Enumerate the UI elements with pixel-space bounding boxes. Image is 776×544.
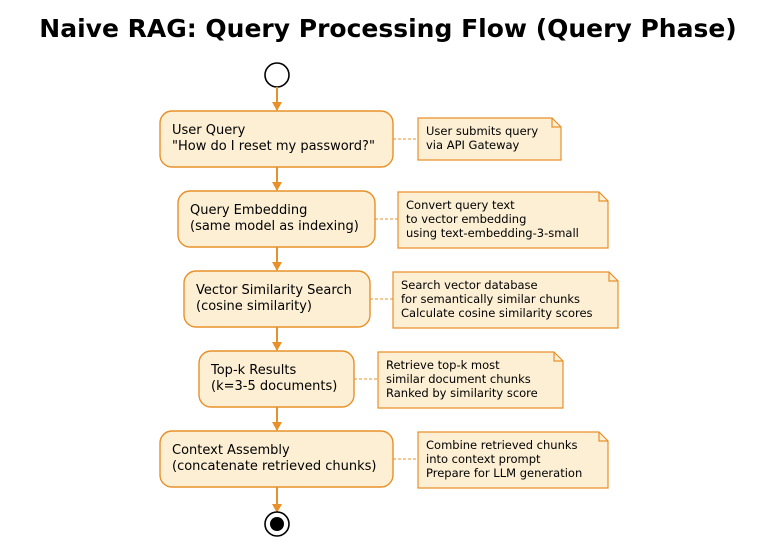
note-text-vector-similarity-search: Calculate cosine similarity scores xyxy=(401,306,593,320)
note-fold-vector-similarity-search xyxy=(608,272,618,282)
activity-label-user-query: "How do I reset my password?" xyxy=(172,139,375,154)
start-node xyxy=(264,62,290,88)
flow-arrow-head xyxy=(272,422,282,431)
note-text-query-embedding: using text-embedding-3-small xyxy=(406,226,579,240)
note-fold-top-k-results xyxy=(553,352,563,362)
note-fold-user-query xyxy=(551,118,561,128)
note-query-embedding xyxy=(397,191,609,249)
note-text-query-embedding: Convert query text xyxy=(406,198,515,212)
note-text-top-k-results: Ranked by similarity score xyxy=(386,386,538,400)
activity-label-context-assembly: (concatenate retrieved chunks) xyxy=(172,459,376,474)
flow-arrow-head xyxy=(272,504,282,513)
flow-arrow-head xyxy=(272,342,282,351)
activity-label-top-k-results: (k=3-5 documents) xyxy=(211,379,337,394)
diagram-title: Naive RAG: Query Processing Flow (Query … xyxy=(39,14,737,43)
note-text-context-assembly: into context prompt xyxy=(426,452,541,466)
activity-label-user-query: User Query xyxy=(172,123,246,138)
note-text-user-query: via API Gateway xyxy=(426,138,520,152)
flow-arrow-head xyxy=(272,102,282,111)
note-fold-context-assembly xyxy=(598,432,608,442)
note-fold-query-embedding xyxy=(598,192,608,202)
note-text-vector-similarity-search: for semantically similar chunks xyxy=(401,292,580,306)
activity-label-query-embedding: (same model as indexing) xyxy=(190,219,359,234)
note-text-user-query: User submits query xyxy=(426,124,538,138)
note-top-k-results xyxy=(377,351,564,409)
activity-label-vector-similarity-search: Vector Similarity Search xyxy=(196,283,352,298)
note-text-query-embedding: to vector embedding xyxy=(406,212,526,226)
activity-label-top-k-results: Top-k Results xyxy=(210,363,296,378)
note-text-top-k-results: similar document chunks xyxy=(386,372,531,386)
note-text-top-k-results: Retrieve top-k most xyxy=(386,358,500,372)
note-user-query xyxy=(417,117,562,161)
activity-label-vector-similarity-search: (cosine similarity) xyxy=(196,299,312,314)
end-node-inner xyxy=(270,517,284,531)
note-text-context-assembly: Prepare for LLM generation xyxy=(426,466,582,480)
activity-label-context-assembly: Context Assembly xyxy=(172,443,290,458)
activity-label-query-embedding: Query Embedding xyxy=(190,203,307,218)
flow-arrow-head xyxy=(272,262,282,271)
note-text-context-assembly: Combine retrieved chunks xyxy=(426,438,578,452)
note-vector-similarity-search xyxy=(392,271,619,329)
note-text-vector-similarity-search: Search vector database xyxy=(401,278,538,292)
flow-arrow-head xyxy=(272,182,282,191)
note-context-assembly xyxy=(417,431,609,489)
